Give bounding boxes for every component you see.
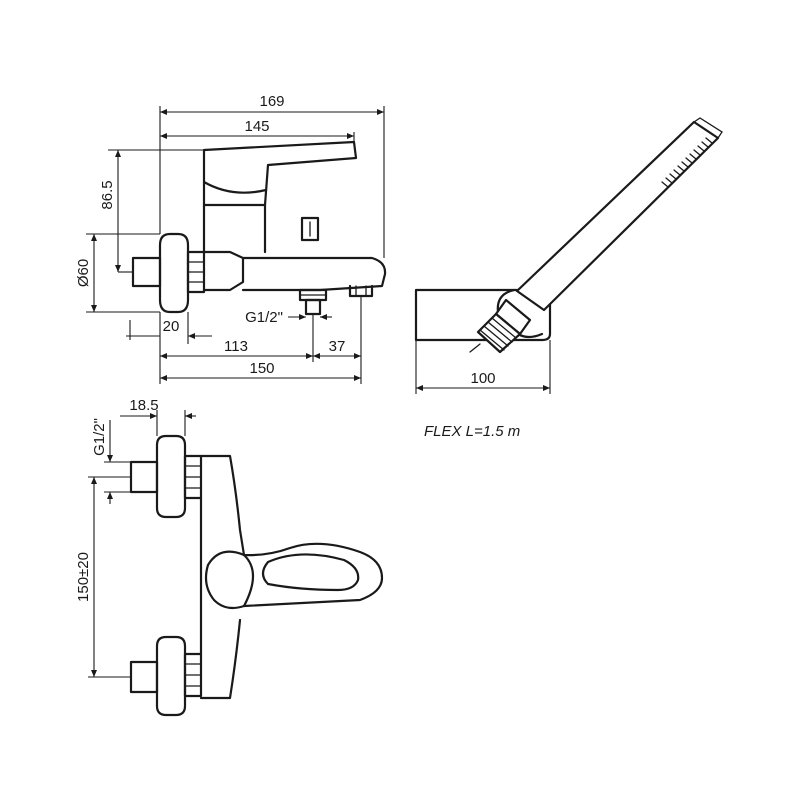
upper-flange (155, 434, 187, 519)
wall-flange (158, 232, 190, 314)
hand-shower-view: 100 FLEX L=1.5 m (414, 117, 723, 440)
dim-center-distance: 150±20 (75, 552, 92, 602)
dim-inlet-depth: 20 (163, 318, 180, 335)
dim-base-width: 150 (249, 360, 274, 377)
flex-hose-label: FLEX L=1.5 m (424, 423, 520, 440)
outlet-stub (304, 298, 322, 316)
side-view: 169 145 86.5 Ø60 20 G1/2" 113 37 (75, 93, 387, 384)
lower-flange (155, 635, 187, 717)
upper-inlet (129, 460, 159, 494)
dim-body-width: 145 (244, 118, 269, 135)
top-view: G1/2" 18.5 150±20 (75, 397, 384, 717)
diverter-knob (300, 216, 320, 242)
shower-handle (515, 120, 720, 312)
mixer-body-top (199, 454, 246, 700)
dim-flange-offset: 18.5 (129, 397, 158, 414)
dim-outlet-offset: 37 (329, 338, 346, 355)
lower-inlet (129, 660, 159, 694)
column (202, 203, 267, 254)
hose (469, 343, 481, 353)
dim-flange-diameter: Ø60 (75, 259, 92, 287)
dim-spout-height: 86.5 (99, 180, 116, 209)
spray-nozzles (661, 137, 713, 188)
lever (202, 140, 358, 207)
inlet-pipe (131, 256, 162, 288)
dim-overall-width: 169 (259, 93, 284, 110)
lever-top (204, 542, 384, 610)
dim-thread-top: G1/2" (91, 418, 108, 456)
dim-outlet-thread: G1/2" (245, 309, 283, 326)
dim-inlet-to-outlet: 113 (224, 338, 248, 355)
dim-holder-width: 100 (470, 370, 495, 387)
mixer-body (202, 250, 387, 292)
